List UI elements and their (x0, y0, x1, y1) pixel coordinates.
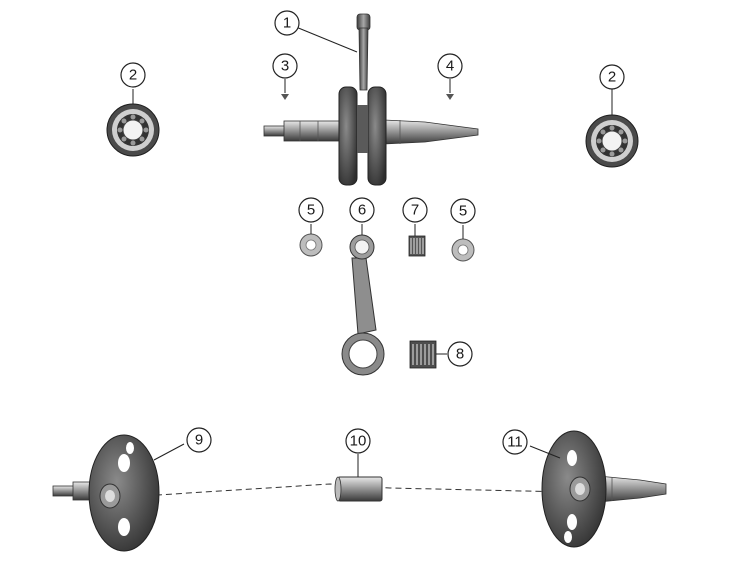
callout-1: 1 (274, 10, 300, 36)
washer-right (451, 238, 475, 262)
callout-5-left: 5 (298, 197, 324, 223)
svg-text:10: 10 (350, 433, 367, 450)
svg-text:5: 5 (307, 202, 315, 219)
bearing-right (585, 114, 639, 168)
callout-7: 7 (402, 197, 428, 223)
left-crank-half (52, 434, 160, 552)
callout-2-right: 2 (599, 64, 625, 90)
key-3-part (281, 94, 289, 100)
callout-5-right: 5 (450, 198, 476, 224)
callout-6: 6 (349, 197, 375, 223)
svg-text:9: 9 (195, 432, 203, 449)
svg-text:4: 4 (446, 58, 454, 75)
key-4-part (446, 94, 454, 100)
callout-9: 9 (186, 427, 212, 453)
callout-3: 3 (272, 53, 298, 79)
callout-8: 8 (447, 341, 473, 367)
leader-lines (132, 26, 613, 477)
svg-text:1: 1 (283, 15, 291, 32)
callout-11: 11 (502, 429, 528, 455)
svg-text:5: 5 (459, 203, 467, 220)
svg-text:11: 11 (507, 434, 523, 451)
washer-left (299, 233, 323, 257)
svg-text:6: 6 (358, 202, 366, 219)
big-end-needle-bearing (409, 340, 437, 369)
svg-text:3: 3 (281, 58, 289, 75)
svg-text:2: 2 (129, 67, 137, 84)
callout-10: 10 (345, 428, 371, 454)
crankpin (334, 476, 383, 502)
right-crank-half (541, 430, 667, 548)
svg-text:2: 2 (608, 69, 616, 86)
connecting-rod (341, 234, 385, 376)
callout-2-left: 2 (120, 62, 146, 88)
svg-text:7: 7 (411, 202, 419, 219)
crankshaft-assembly (263, 13, 479, 186)
bearing-left (106, 103, 160, 157)
svg-text:8: 8 (456, 346, 464, 363)
callout-4: 4 (437, 53, 463, 79)
small-end-needle-bearing (408, 235, 426, 257)
